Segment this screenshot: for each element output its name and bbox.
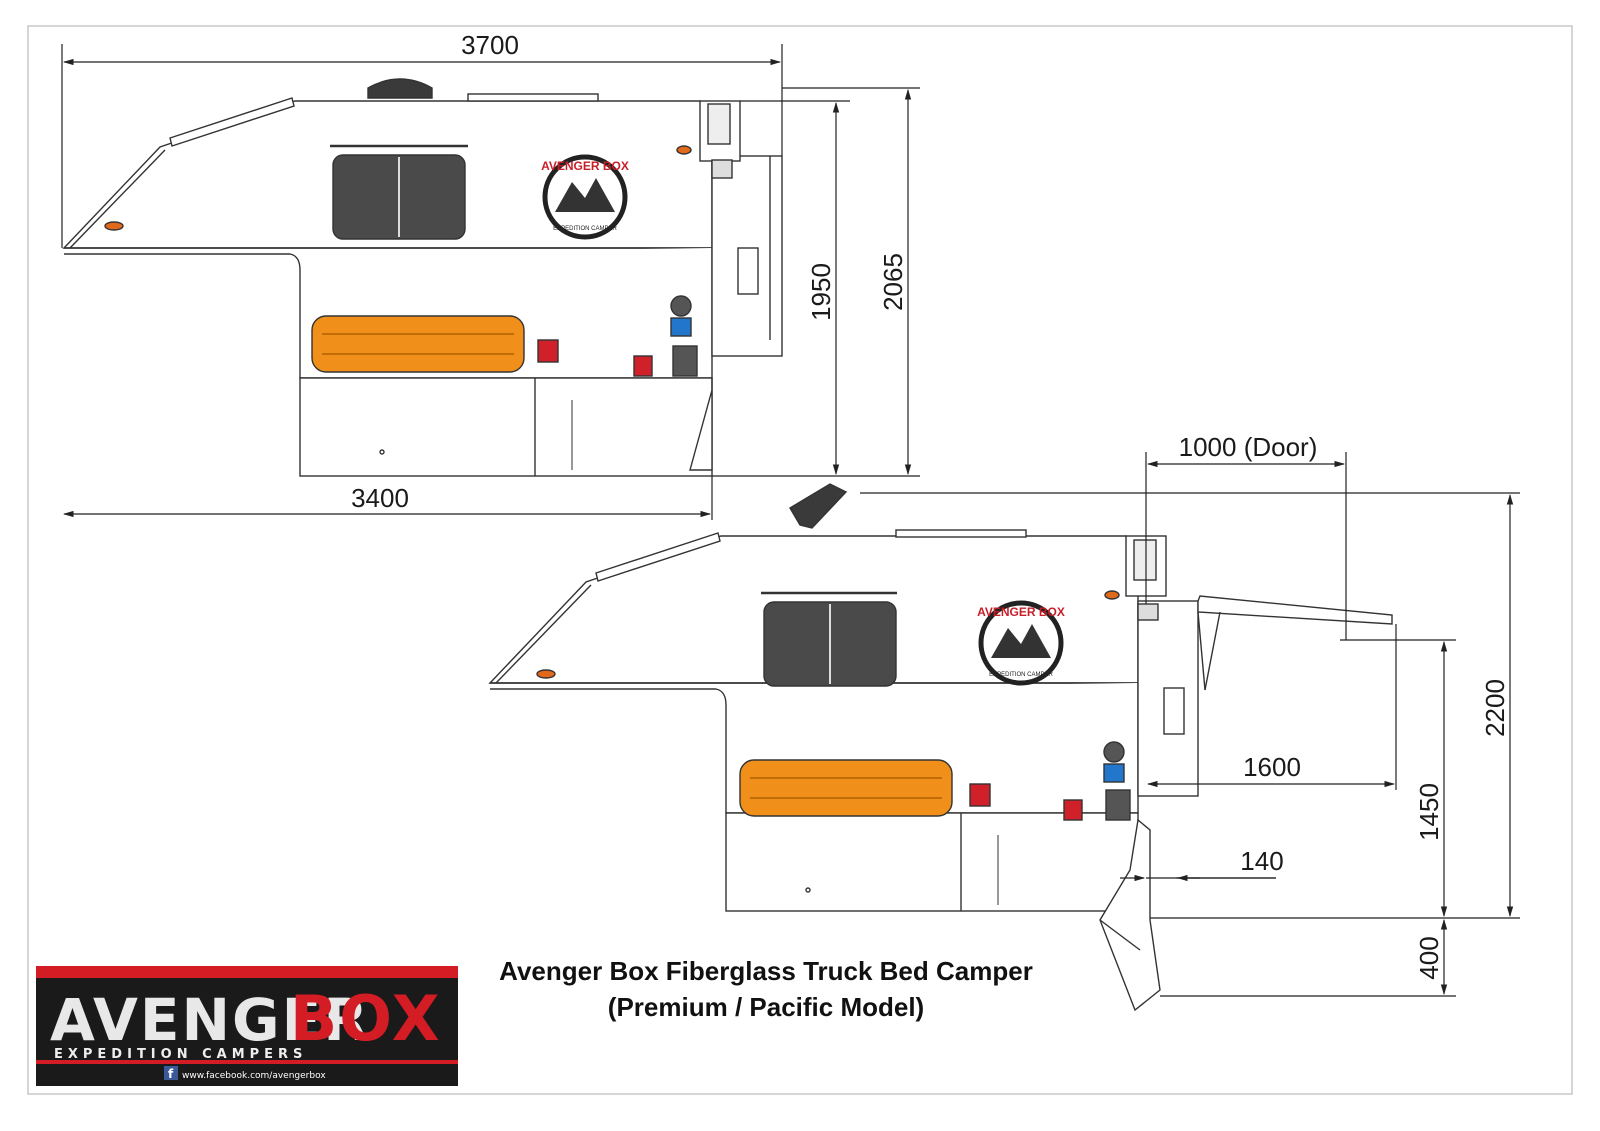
- svg-text:AVENGER BOX: AVENGER BOX: [977, 605, 1065, 619]
- svg-text:EXPEDITION CAMPER: EXPEDITION CAMPER: [553, 226, 617, 232]
- dim-1950-label: 1950: [806, 263, 836, 321]
- svg-text:BOX: BOX: [290, 982, 442, 1055]
- dim-400-label: 400: [1414, 936, 1444, 979]
- camper-side-view-closed: [62, 78, 783, 477]
- drawing-subtitle: (Premium / Pacific Model): [608, 992, 924, 1022]
- dim-140-label: 140: [1240, 846, 1283, 876]
- dim-2065-label: 2065: [878, 253, 908, 311]
- svg-text:AVENGER: AVENGER: [50, 986, 370, 1054]
- drawing-title: Avenger Box Fiberglass Truck Bed Camper: [499, 956, 1033, 986]
- dim-door-label: 1000 (Door): [1179, 432, 1318, 462]
- page-border: [27, 25, 1573, 1095]
- avenger-box-decal-open: AVENGER BOX EXPEDITION CAMPER: [977, 600, 1065, 686]
- svg-text:www.facebook.com/avengerbox: www.facebook.com/avengerbox: [182, 1071, 326, 1081]
- svg-text:AVENGER BOX: AVENGER BOX: [541, 159, 629, 173]
- svg-text:EXPEDITION CAMPERS: EXPEDITION CAMPERS: [54, 1047, 307, 1062]
- dim-2200-label: 2200: [1480, 679, 1510, 737]
- avenger-box-decal-closed: AVENGER BOX EXPEDITION CAMPER: [541, 154, 629, 240]
- dim-3400-label: 3400: [351, 483, 409, 513]
- camper-side-view-open: [488, 483, 1393, 1012]
- dimension-lines: [61, 44, 1520, 997]
- facebook-icon: f: [168, 1067, 174, 1081]
- svg-text:EXPEDITION CAMPER: EXPEDITION CAMPER: [989, 672, 1053, 678]
- dim-1450-label: 1450: [1414, 783, 1444, 841]
- dim-1600-label: 1600: [1243, 752, 1301, 782]
- dim-3700-label: 3700: [461, 30, 519, 60]
- avenger-box-logo: AVENGER BOX EXPEDITION CAMPERS f www.fac…: [36, 966, 458, 1086]
